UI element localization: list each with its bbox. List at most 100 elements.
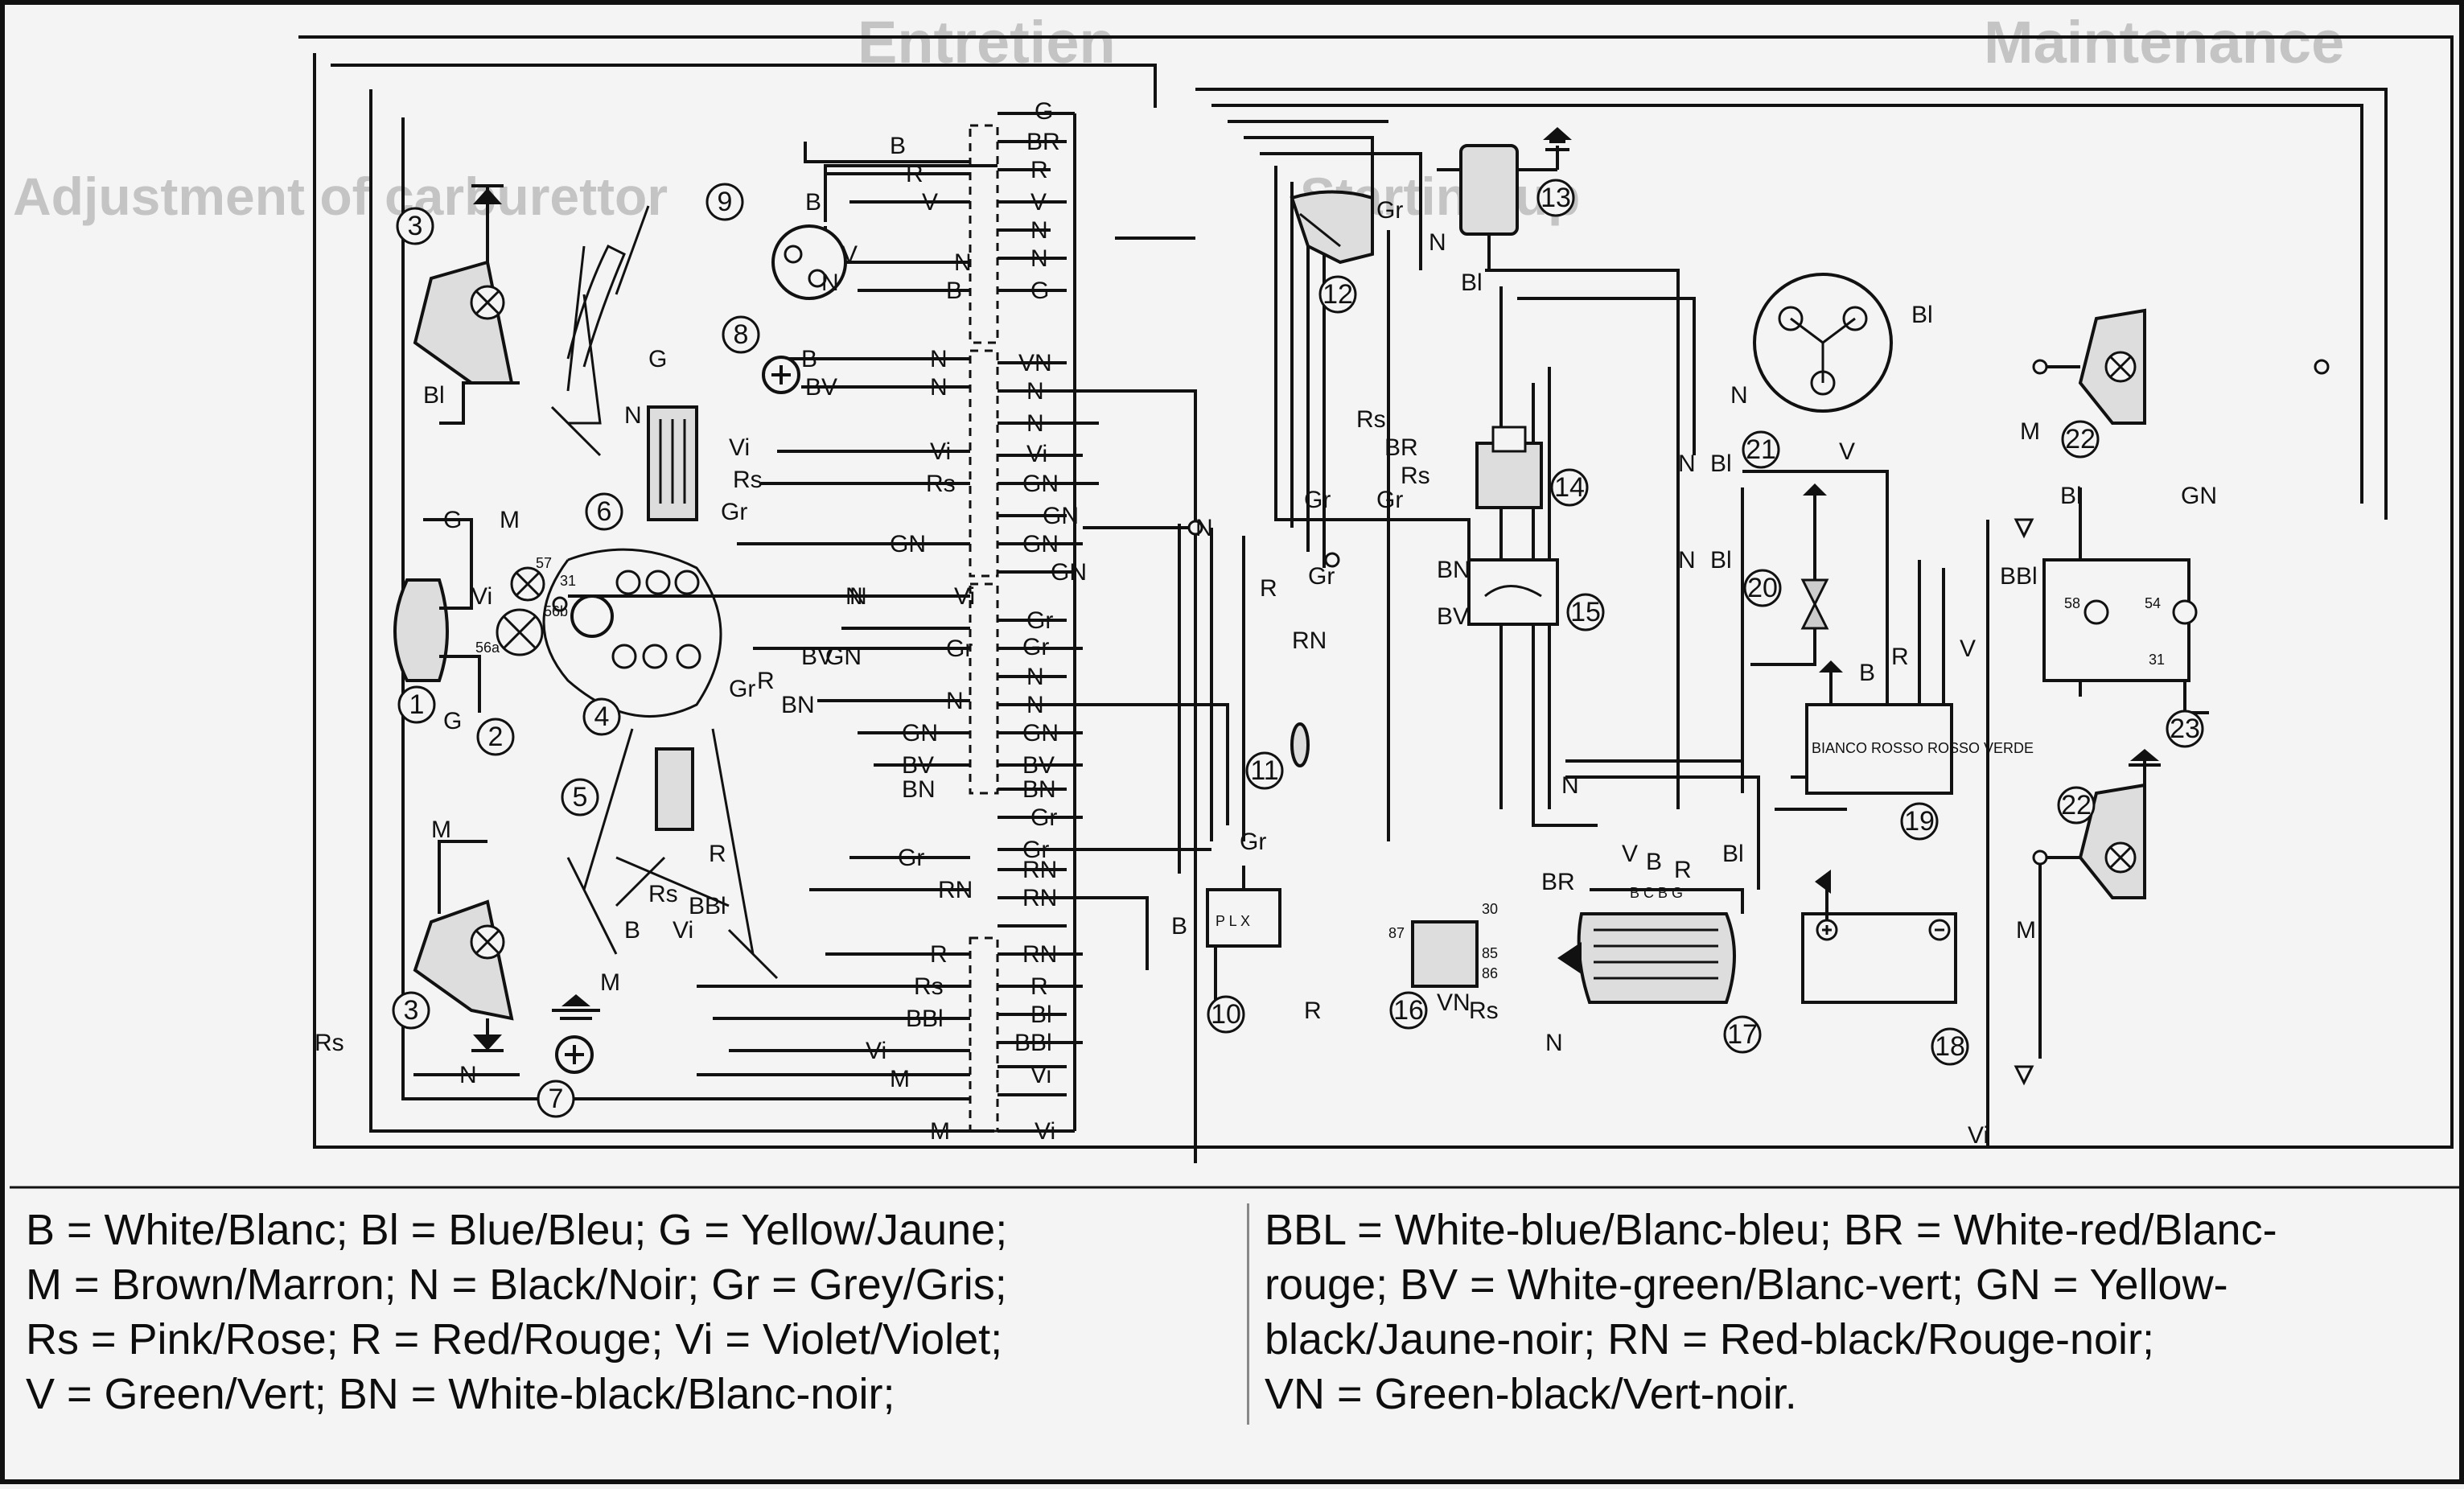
conn-label-r: G — [1035, 98, 1053, 125]
tail-light-top — [2040, 308, 2146, 425]
headlamp — [393, 518, 481, 713]
wire-label: N — [1561, 772, 1579, 799]
conn-label-l: GN — [890, 531, 926, 557]
wire-label: N — [821, 269, 839, 296]
turn-signal-switch — [647, 405, 698, 521]
wire-label: Vi — [471, 583, 492, 610]
conn-label-r: N — [1026, 378, 1044, 405]
ghost-heading-left: Adjustment of carburettor — [13, 167, 668, 226]
conn-label-r: GN — [1022, 471, 1059, 497]
flywheel-magneto — [1753, 273, 1893, 413]
wire-label: Gr — [729, 676, 755, 702]
conn-label-l: GN — [902, 720, 938, 747]
wire-label: M — [431, 816, 451, 843]
conn-label-r: N — [1026, 692, 1044, 718]
wire-label: N — [459, 1062, 477, 1088]
conn-label-l: BN — [902, 776, 936, 803]
wire-label: Bl — [1461, 269, 1483, 296]
connector-labels-right: G BR R V N N G VN N N Vi GN GN GN GN Gr … — [1014, 98, 1087, 1145]
color-legend: B = White/Blanc; Bl = Blue/Bleu; G = Yel… — [26, 1203, 2447, 1477]
conn-label-r: GN — [1022, 720, 1059, 747]
wire-label: G — [443, 708, 462, 734]
wire-label: Bl — [1911, 302, 1933, 328]
wire-label: Rs — [733, 467, 763, 493]
callout-8: 8 — [734, 319, 749, 350]
callout-23: 23 — [2170, 714, 2200, 744]
rectifier: BIANCO ROSSO ROSSO VERDE — [1805, 660, 2034, 795]
wire-label: Bl — [1710, 547, 1732, 574]
callout-13: 13 — [1541, 183, 1571, 213]
brake-switch — [582, 728, 755, 955]
conn-label-l: V — [922, 189, 938, 216]
relay-terminal-87: 87 — [1388, 925, 1405, 941]
wire-label: N — [624, 402, 642, 429]
ignition-switch — [413, 994, 600, 1076]
conn-label-r: Vi — [1035, 1118, 1055, 1145]
conn-label-l: M — [930, 1118, 950, 1145]
wire-label: M — [2020, 418, 2040, 445]
conn-label-r: R — [1030, 973, 1048, 1000]
callout-3-bottom: 3 — [404, 995, 419, 1026]
wire-label: BN — [781, 692, 815, 718]
callout-18: 18 — [1935, 1031, 1965, 1062]
wire-label: BN — [1437, 557, 1471, 583]
neutral-lamp — [762, 356, 800, 394]
tail-light-bottom — [2038, 749, 2161, 1059]
wire-label: Gr — [721, 499, 747, 525]
callout-11: 11 — [1250, 755, 1278, 786]
conn-label-l: N — [954, 249, 972, 276]
wire-label: B — [1171, 913, 1187, 940]
wire-label: Vi — [673, 917, 693, 944]
callout-4: 4 — [594, 701, 610, 732]
conn-label-l: B — [890, 133, 906, 159]
wire-label: BV — [801, 644, 833, 670]
callout-20: 20 — [1747, 573, 1778, 603]
wire-label: RN — [1292, 627, 1327, 654]
wire-label: B — [805, 189, 821, 216]
wire-label: Vi — [1968, 1122, 1989, 1149]
wire-label: G — [648, 346, 667, 372]
conn-label-r: N — [1026, 410, 1044, 437]
stop-light-switch — [1475, 426, 1543, 509]
wire-label: M — [2016, 917, 2036, 944]
rear-lamp: 58 54 31 — [2042, 558, 2209, 714]
wire-label: BV — [1437, 603, 1469, 630]
callout-6: 6 — [597, 496, 612, 527]
wire-label: GN — [825, 644, 862, 670]
conn-label-l: Gr — [898, 845, 924, 871]
conn-label-l: BV — [902, 752, 934, 779]
terminal-57: 57 — [536, 555, 552, 571]
wire-label: Gr — [1240, 829, 1266, 855]
wire-label: N — [1545, 1030, 1563, 1056]
legend-line-3-right: black/Jaune-noir; RN = Red-black/Rouge-n… — [1265, 1315, 2155, 1364]
wire-label: Bl — [1710, 450, 1732, 477]
wire-label: R — [757, 668, 775, 694]
handlebar-outline — [550, 205, 779, 980]
wire-label: Gr — [1376, 197, 1403, 224]
lamp-terminal-31: 31 — [2149, 652, 2165, 668]
relay-terminal-86: 86 — [1482, 965, 1498, 981]
conn-label-l: BBl — [906, 1006, 944, 1032]
conn-label-r: Bl — [1030, 1002, 1052, 1028]
wire-label: V — [1960, 635, 1976, 662]
callout-3-top: 3 — [408, 211, 423, 241]
wire-label: N — [1429, 229, 1446, 256]
wire-label: V — [1622, 841, 1638, 867]
lamp-terminal-54: 54 — [2145, 595, 2161, 611]
conn-label-r: BBl — [1014, 1030, 1052, 1056]
callout-17: 17 — [1727, 1019, 1758, 1050]
callout-14: 14 — [1554, 472, 1585, 503]
wire-label: BBl — [2000, 563, 2038, 590]
conn-label-l: Rs — [926, 471, 956, 497]
conn-label-r: Gr — [1026, 607, 1053, 634]
wire-label: BR — [1384, 434, 1418, 461]
wire-label: R — [1260, 575, 1277, 602]
conn-label-r: BV — [1022, 752, 1055, 779]
horn-switch-assembly — [542, 548, 722, 718]
handlebar-switch-top — [413, 184, 520, 425]
neutral-switch — [1750, 483, 1829, 666]
terminal-31: 31 — [560, 573, 576, 589]
conn-label-l: RN — [938, 877, 973, 903]
conn-label-l: R — [930, 941, 948, 968]
